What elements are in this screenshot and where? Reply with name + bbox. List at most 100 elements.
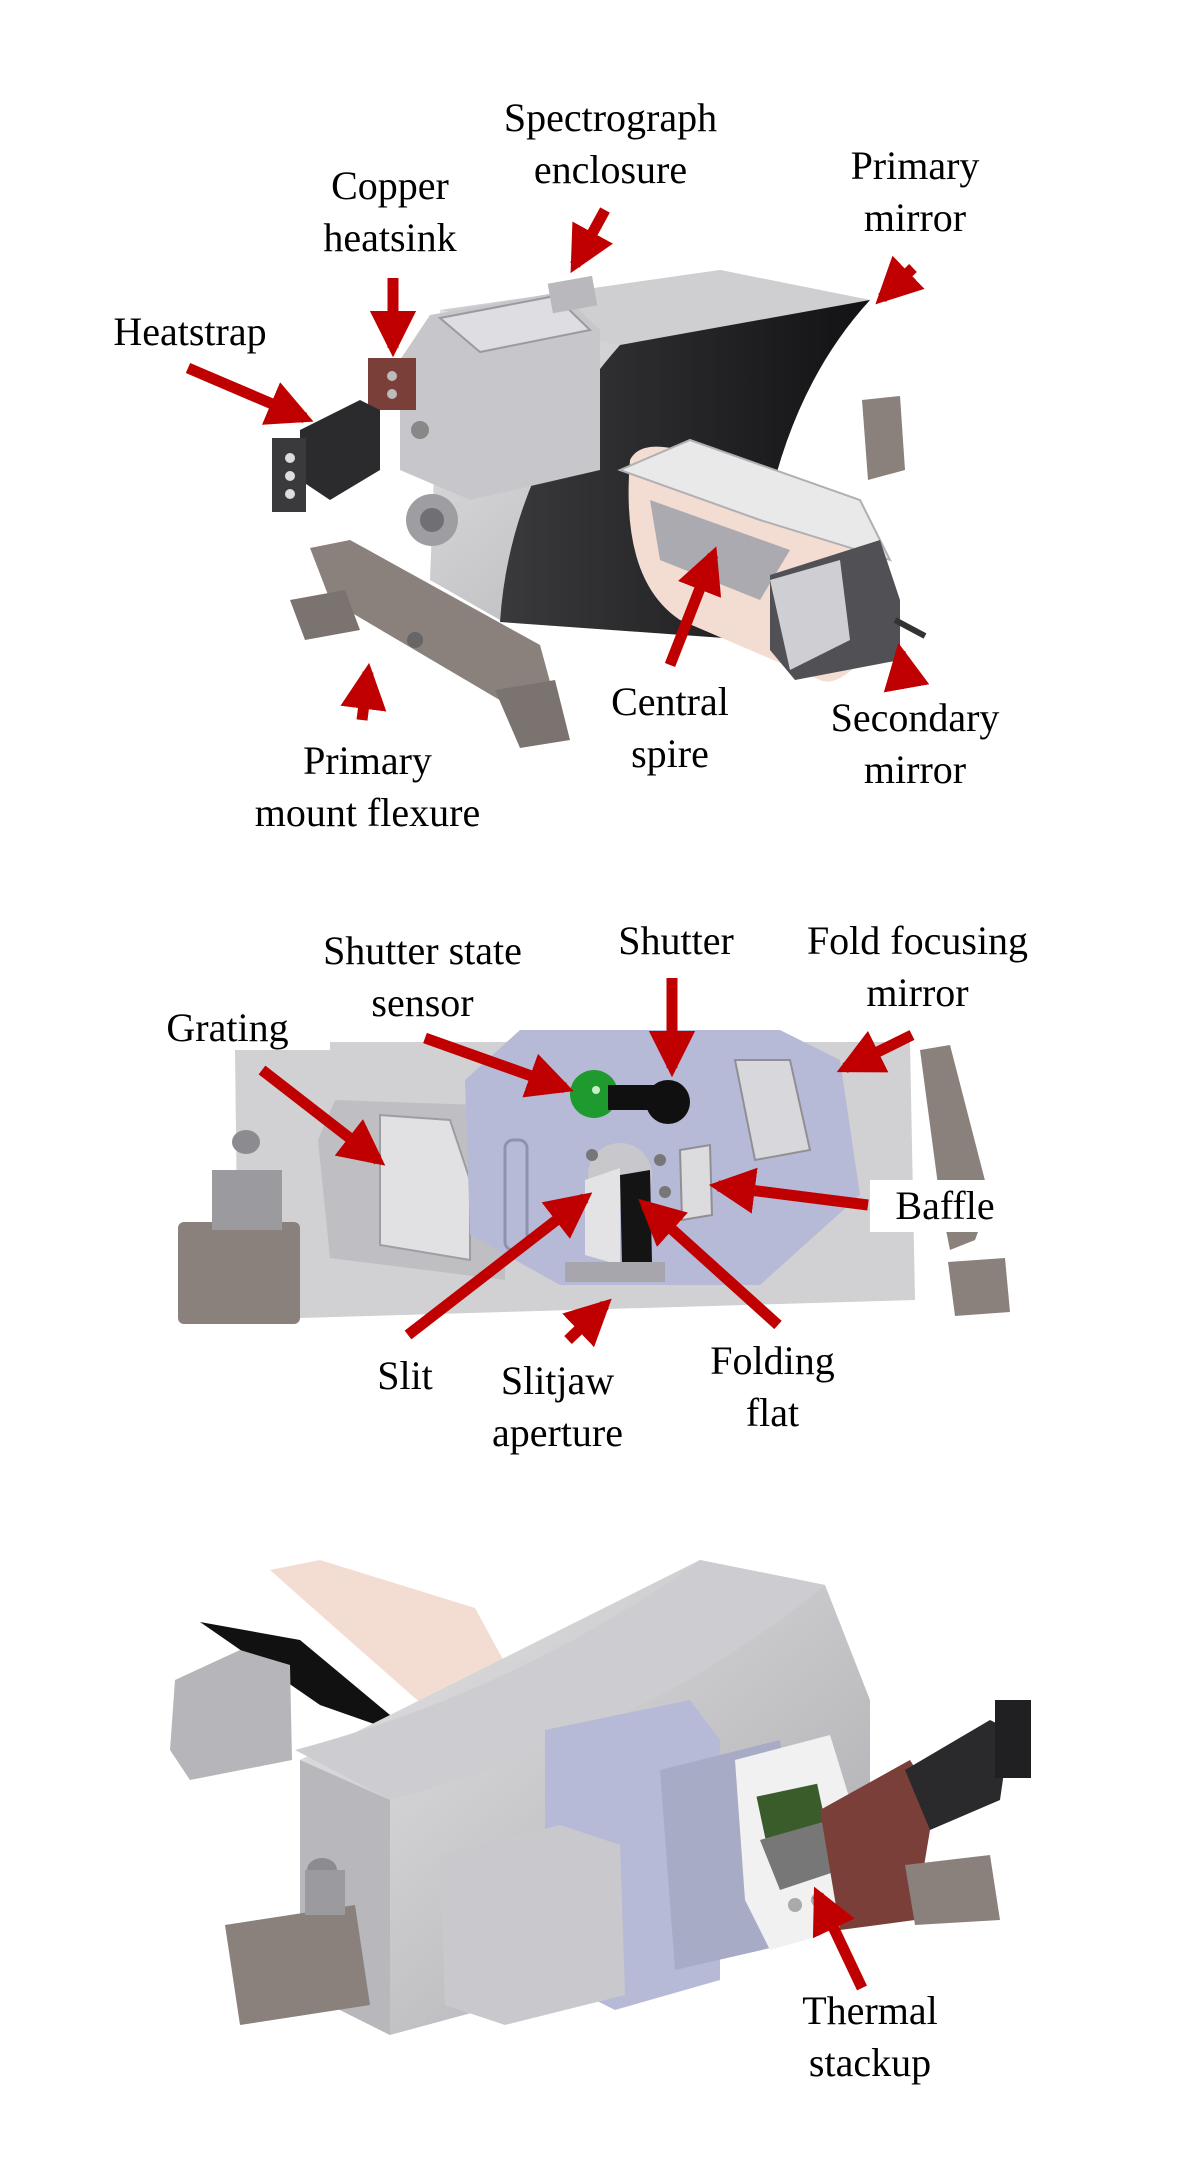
sensor-dot — [592, 1086, 600, 1094]
label-line: Shutter state — [323, 928, 522, 973]
fold-focusing-mirror-element — [733, 1059, 812, 1162]
arrow-fold-focusing-mirror — [836, 1030, 915, 1073]
label-line: Slitjaw — [500, 1358, 615, 1403]
label-line: enclosure — [533, 147, 688, 192]
left-mount-block-rear — [225, 1905, 370, 2025]
slit-bolt — [586, 1149, 598, 1161]
arrow-thermal-stackup — [812, 1886, 867, 1991]
slitjaw-aperture-element — [565, 1262, 665, 1282]
panel-2-illustration — [178, 1030, 1010, 1324]
secondary-mirror-housing-rear — [170, 1650, 292, 1780]
copper-heatsink-block — [368, 358, 416, 410]
label-primary-mount-flexure: Primary mount flexure — [225, 735, 510, 839]
left-mount-cap — [232, 1130, 260, 1154]
arrow-spectrograph-enclosure — [570, 207, 613, 274]
label-grating: Grating — [140, 1002, 315, 1054]
label-slit: Slit — [355, 1350, 455, 1402]
shutter-state-sensor-disc — [570, 1070, 618, 1118]
secondary-rod — [893, 617, 927, 639]
label-line: mount flexure — [254, 790, 481, 835]
label-folding-flat: Folding flat — [685, 1335, 860, 1439]
secondary-mirror-face — [770, 560, 850, 670]
arrow-secondary-mirror — [883, 642, 930, 693]
label-primary-mirror: Primary mirror — [820, 140, 1010, 244]
arrow-heatstrap — [185, 362, 314, 425]
label-copper-heatsink: Copper heatsink — [290, 160, 490, 264]
label-heatstrap: Heatstrap — [90, 306, 290, 358]
label-line: Shutter — [618, 918, 734, 963]
left-mount-post — [212, 1170, 282, 1230]
label-line: Primary — [850, 143, 980, 188]
label-line: mirror — [863, 195, 967, 240]
arrow-primary-mount-flexure — [340, 662, 387, 721]
callout-arrows — [185, 207, 930, 1991]
label-shutter-state-sensor: Shutter state sensor — [290, 925, 555, 1029]
primary-mount-foot-left — [290, 590, 360, 640]
right-foot-rear — [905, 1855, 1000, 1925]
shutter-arm — [608, 1085, 655, 1110]
panel-1-illustration — [272, 270, 927, 748]
arrow-folding-flat — [638, 1198, 782, 1330]
slit-jaw — [585, 1168, 620, 1265]
arrow-slitjaw-aperture — [562, 1298, 612, 1348]
slit-bolt — [654, 1154, 666, 1166]
left-mount-post-rear — [305, 1870, 345, 1915]
stackup-clamp — [760, 1820, 840, 1890]
label-line: Spectrograph — [503, 95, 718, 140]
label-line: Folding — [710, 1338, 835, 1383]
primary-mount-bracket-right — [862, 396, 905, 480]
label-line: heatsink — [323, 215, 457, 260]
arrow-slit — [404, 1192, 593, 1340]
pivot-cylinder-face — [420, 508, 444, 532]
stackup-bolt — [788, 1898, 802, 1912]
heatstrap-clamp-rear — [995, 1700, 1031, 1778]
label-line: Secondary — [830, 695, 1000, 740]
arrow-shutter-state-sensor — [423, 1032, 574, 1098]
arrow-baffle — [708, 1167, 869, 1214]
label-line: Copper — [331, 163, 449, 208]
heatstrap-strap — [300, 400, 380, 500]
label-central-spire: Central spire — [585, 676, 755, 780]
label-line: Fold focusing — [806, 918, 1029, 963]
label-line: stackup — [808, 2040, 932, 2085]
label-line: Heatstrap — [113, 309, 267, 354]
arrow-primary-mirror — [875, 255, 925, 305]
enclosure-box — [547, 275, 598, 314]
spire-band — [200, 1622, 420, 1740]
primary-mirror-block-rear-top — [295, 1560, 825, 1800]
arrow-grating — [258, 1065, 386, 1166]
primary-mount-foot-right — [495, 680, 570, 748]
panel-3-illustration — [170, 1560, 1031, 2035]
heatstrap-bolt — [285, 453, 295, 463]
shutter-disc — [646, 1080, 690, 1124]
label-line: Central — [611, 679, 729, 724]
label-slitjaw-aperture: Slitjaw aperture — [465, 1355, 650, 1459]
heatstrap-bolt — [285, 489, 295, 499]
label-line: sensor — [371, 980, 474, 1025]
label-line: flat — [745, 1390, 800, 1435]
label-line: Primary — [303, 738, 432, 783]
label-shutter: Shutter — [596, 915, 756, 967]
label-line: Thermal — [802, 1988, 938, 2033]
baffle-element — [678, 1143, 714, 1222]
heatstrap-rear — [905, 1720, 1010, 1830]
spectrograph-enclosure-body — [400, 292, 600, 500]
label-line: Baffle — [895, 1183, 995, 1228]
central-spire-top — [617, 438, 892, 562]
label-line: aperture — [491, 1410, 623, 1455]
primary-mount-flexure — [310, 540, 555, 712]
label-line: spire — [631, 731, 709, 776]
label-line: mirror — [866, 970, 969, 1015]
folding-flat-element — [620, 1170, 652, 1265]
grating-housing-rear — [440, 1825, 625, 2025]
label-spectrograph-enclosure: Spectrograph enclosure — [468, 92, 753, 196]
heatstrap-bolt — [285, 471, 295, 481]
label-baffle: Baffle — [870, 1180, 1020, 1232]
enclosure-bolt — [411, 421, 429, 439]
label-line: mirror — [863, 747, 967, 792]
heatsink-bolt — [387, 371, 397, 381]
arrow-central-spire — [664, 546, 722, 668]
label-fold-focusing-mirror: Fold focusing mirror — [780, 915, 1055, 1019]
